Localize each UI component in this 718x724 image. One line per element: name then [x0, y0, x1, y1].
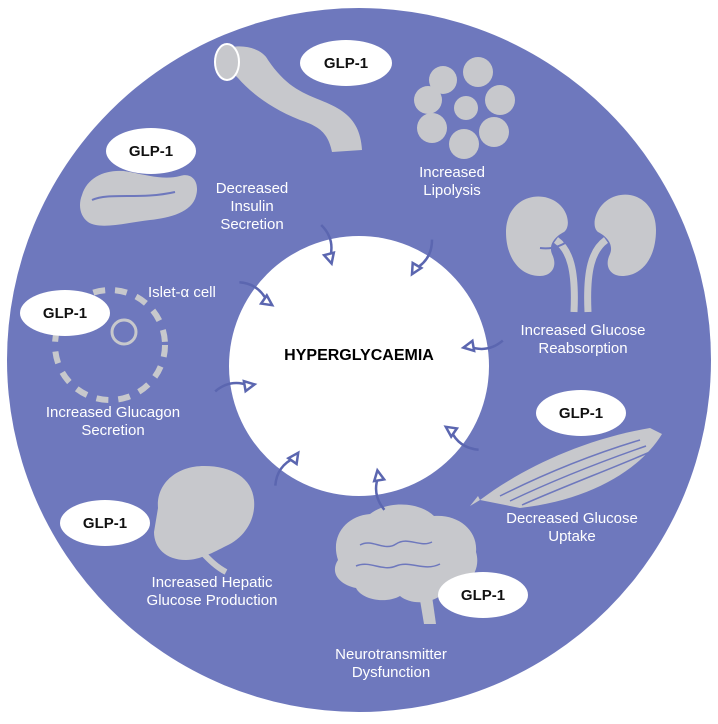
arrow-head [460, 338, 476, 353]
brain-icon [334, 504, 478, 624]
arrow-head [286, 450, 300, 467]
center-circle [229, 236, 489, 496]
islet-cell-icon [52, 287, 168, 403]
liver-label-line2: Glucose Production [146, 592, 278, 609]
center-label: HYPERGLYCAEMIA [284, 347, 434, 364]
glp1-badge-brain: GLP-1 [438, 572, 528, 618]
glp1-badge-gut: GLP-1 [300, 40, 392, 86]
liver-label: Increased Hepatic Glucose Production [122, 574, 302, 610]
kidney-label-line1: Increased Glucose [520, 322, 646, 339]
insulin-label-line2: Insulin [230, 198, 274, 215]
muscle-label: Decreased Glucose Uptake [482, 510, 662, 546]
arrow-group [214, 224, 504, 511]
arrow-head [443, 425, 460, 439]
glucagon-label: Increased Glucagon Secretion [28, 404, 198, 440]
insulin-label-line3: Secretion [220, 216, 284, 233]
glp1-badge-pancreas: GLP-1 [106, 128, 196, 174]
insulin-label: Decreased Insulin Secretion [192, 180, 312, 234]
kidney-label-line2: Reabsorption [538, 340, 628, 357]
lipolysis-label-line2: Lipolysis [423, 182, 481, 199]
fat-cell-icon [414, 57, 515, 159]
brain-label-line1: Neurotransmitter [335, 646, 447, 663]
liver-icon [154, 466, 255, 575]
islet-label: Islet-α cell [148, 284, 216, 301]
arrow-head [410, 260, 424, 277]
lipolysis-label-line1: Increased [419, 164, 485, 181]
glucagon-label-line2: Secretion [81, 422, 145, 439]
insulin-label-line1: Decreased [215, 180, 289, 197]
lipolysis-label: Increased Lipolysis [392, 164, 512, 200]
arrow-head [258, 293, 275, 307]
brain-label-line2: Dysfunction [351, 664, 431, 681]
glp1-badge-islet: GLP-1 [20, 290, 110, 336]
kidney-label: Increased Glucose Reabsorption [498, 322, 668, 358]
arrow-head [321, 250, 336, 267]
liver-label-line1: Increased Hepatic [151, 574, 273, 591]
muscle-icon [470, 428, 662, 508]
glucagon-label-line1: Increased Glucagon [45, 404, 181, 421]
intestine-icon [214, 43, 362, 152]
kidney-icon [506, 194, 656, 313]
brain-label: Neurotransmitter Dysfunction [316, 646, 466, 682]
glp1-badge-muscle: GLP-1 [536, 390, 626, 436]
muscle-label-line2: Uptake [548, 528, 596, 545]
glp1-badge-liver: GLP-1 [60, 500, 150, 546]
pancreas-icon [80, 170, 198, 226]
muscle-label-line1: Decreased Glucose [506, 510, 638, 527]
arrow-head [372, 467, 387, 483]
arrow-head [242, 379, 258, 394]
